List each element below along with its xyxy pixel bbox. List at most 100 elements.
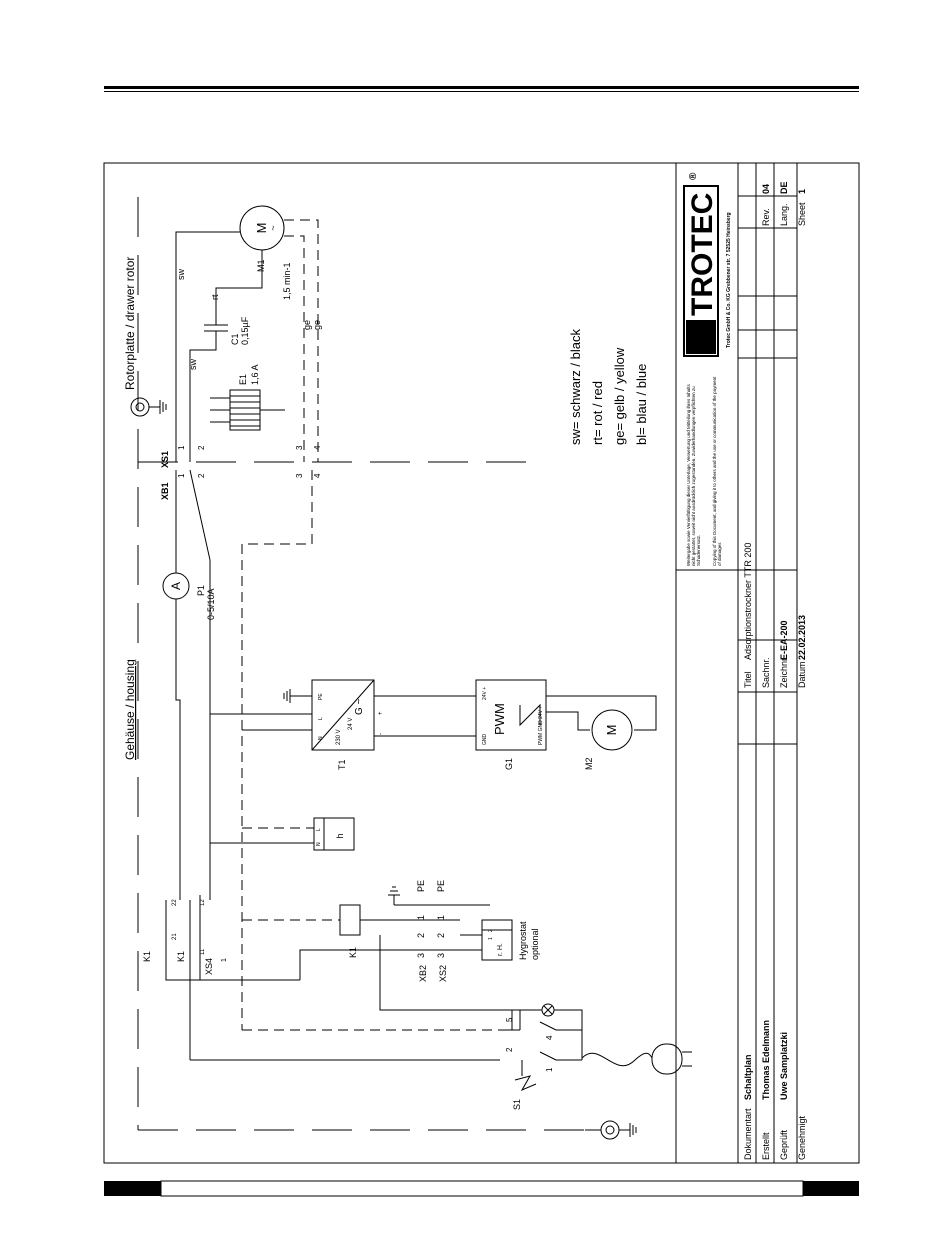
wire-label-sw1: sw bbox=[176, 269, 186, 281]
mains-plug bbox=[581, 1043, 692, 1075]
connector-xs2: XS2 3 2 1 bbox=[436, 915, 448, 982]
svg-text:ge: ge bbox=[302, 320, 312, 330]
lang-value: DE bbox=[779, 181, 789, 194]
svg-text:1: 1 bbox=[221, 958, 228, 962]
svg-text:E1: E1 bbox=[238, 374, 248, 385]
wire-m1-sw bbox=[175, 231, 240, 462]
hygrostat: r. H. 1 2 Hygrostat optional bbox=[481, 919, 540, 961]
svg-text:®: ® bbox=[688, 172, 699, 180]
wire-xb2-3 bbox=[299, 949, 482, 980]
svg-text:XS1: XS1 bbox=[160, 451, 170, 468]
legend-ge: ge= gelb / yellow bbox=[612, 347, 627, 445]
svg-text:22: 22 bbox=[172, 899, 178, 906]
svg-text:4: 4 bbox=[313, 473, 322, 478]
trotec-logo: TROTEC bbox=[686, 193, 719, 316]
header-rule-thin bbox=[104, 91, 859, 92]
svg-text:N: N bbox=[318, 736, 324, 740]
wire-m1-rt bbox=[215, 250, 263, 325]
svg-text:S1: S1 bbox=[512, 1099, 522, 1110]
field-label-titel: Titel bbox=[743, 671, 753, 688]
sheet-value: 1 bbox=[797, 189, 807, 194]
earth-pe bbox=[388, 886, 490, 906]
footer-bar-middle bbox=[160, 1180, 804, 1197]
company-address: Trotec GmbH & Co. KG Grebbener str. 7 52… bbox=[726, 212, 732, 348]
motor-m2: M M2 bbox=[584, 709, 633, 770]
svg-text:2: 2 bbox=[488, 929, 494, 932]
svg-text:M: M bbox=[254, 223, 269, 234]
svg-text:1: 1 bbox=[436, 915, 446, 920]
wire-m1-ge-b bbox=[284, 235, 305, 462]
svg-text:r. H.: r. H. bbox=[497, 943, 504, 956]
svg-text:GND: GND bbox=[482, 734, 488, 746]
field-value-datum: 22.02.2013 bbox=[797, 615, 807, 660]
hour-meter: h L N bbox=[313, 817, 355, 851]
svg-text:rt: rt bbox=[210, 294, 220, 300]
svg-text:XB1: XB1 bbox=[160, 482, 170, 500]
svg-text:1,6 A: 1,6 A bbox=[250, 364, 260, 385]
svg-text:TROTEC: TROTEC bbox=[686, 193, 719, 316]
svg-text:sw: sw bbox=[176, 269, 186, 281]
svg-text:N: N bbox=[316, 842, 322, 846]
svg-text:G1: G1 bbox=[504, 758, 514, 770]
switch-s1: S1 2 5 1 4 bbox=[190, 1003, 583, 1110]
svg-text:Trotec GmbH & Co. KG Grebbener: Trotec GmbH & Co. KG Grebbener str. 7 52… bbox=[726, 212, 732, 348]
svg-text:XB2: XB2 bbox=[418, 965, 428, 982]
connector-xs4-pin: 1 bbox=[221, 958, 228, 962]
field-value-zeichnr: E-EA-200 bbox=[779, 620, 789, 660]
svg-text:K1: K1 bbox=[176, 951, 186, 962]
svg-text:C1: C1 bbox=[230, 333, 240, 345]
svg-text:~: ~ bbox=[268, 225, 278, 230]
svg-text:M1: M1 bbox=[256, 259, 266, 272]
housing-label: Gehäuse / housing bbox=[123, 659, 137, 760]
pwm-g1: PWM GND 24V + PWM GND 24V + G1 bbox=[475, 679, 547, 770]
connector-xb2: XB2 3 2 1 bbox=[416, 915, 428, 982]
svg-text:1: 1 bbox=[488, 937, 494, 940]
svg-text:1,5 min-1: 1,5 min-1 bbox=[282, 262, 292, 300]
rotor-label: Rotorplatte / drawer rotor bbox=[123, 257, 137, 390]
svg-text:M2: M2 bbox=[584, 757, 594, 770]
svg-text:XS4: XS4 bbox=[204, 958, 214, 975]
svg-text:24 V: 24 V bbox=[348, 718, 354, 730]
wire-label-rt: rt bbox=[210, 294, 220, 300]
svg-text:12: 12 bbox=[200, 899, 206, 906]
registered-mark: ® bbox=[688, 172, 699, 180]
svg-text:1: 1 bbox=[416, 915, 426, 920]
wire-pwm-gnd bbox=[546, 711, 590, 731]
earth-terminal-bottom bbox=[585, 1120, 637, 1140]
svg-text:4: 4 bbox=[545, 1035, 554, 1040]
svg-text:T1: T1 bbox=[337, 759, 347, 770]
title-block: TROTEC ® Trotec GmbH & Co. KG Grebbener … bbox=[675, 162, 807, 1164]
svg-text:K1: K1 bbox=[348, 947, 358, 958]
row-label-genehmigt: Genehmigt bbox=[797, 1115, 807, 1160]
row-value-dokumentart: Schaltplan bbox=[743, 1054, 753, 1100]
trotec-logo-frame bbox=[683, 185, 719, 357]
svg-text:0,15µF: 0,15µF bbox=[240, 316, 250, 345]
svg-text:3: 3 bbox=[416, 953, 426, 958]
svg-text:0-5/10A: 0-5/10A bbox=[206, 588, 216, 620]
heater-e1: E1 1,6 A bbox=[210, 364, 285, 431]
svg-text:24V +: 24V + bbox=[482, 687, 488, 700]
svg-text:PWM GND 24V +: PWM GND 24V + bbox=[538, 706, 544, 745]
legend-rt: rt= rot / red bbox=[590, 381, 605, 445]
svg-text:XS2: XS2 bbox=[438, 965, 448, 982]
wire-p1-bottom bbox=[175, 599, 181, 900]
svg-text:optional: optional bbox=[530, 928, 540, 960]
connector-xb1-xs1: XB1 XS1 1 2 3 4 1 2 3 4 bbox=[160, 445, 322, 500]
pe-label-1: PE bbox=[416, 880, 426, 892]
transformer-t1: G ~ 230 V 24 V N L PE - + T1 bbox=[311, 679, 384, 770]
svg-text:PE: PE bbox=[416, 880, 426, 892]
svg-text:2: 2 bbox=[197, 445, 206, 450]
svg-text:Rotorplatte / drawer rotor: Rotorplatte / drawer rotor bbox=[123, 257, 137, 390]
earth-terminal-top bbox=[130, 397, 167, 417]
svg-text:-: - bbox=[378, 733, 384, 735]
svg-text:sw: sw bbox=[188, 359, 198, 371]
rev-label: Rev. bbox=[761, 208, 771, 226]
wire-ge-return bbox=[241, 470, 313, 1030]
field-value-titel: Adsorptionstrockner TTR 200 bbox=[743, 543, 753, 660]
rev-value: 04 bbox=[761, 184, 771, 194]
field-label-datum: Datum bbox=[797, 661, 807, 688]
wire-color-legend: sw= schwarz / black rt= rot / red ge= ge… bbox=[568, 329, 649, 445]
row-label-geprueft: Geprüft bbox=[779, 1129, 789, 1160]
svg-text:3: 3 bbox=[436, 953, 446, 958]
